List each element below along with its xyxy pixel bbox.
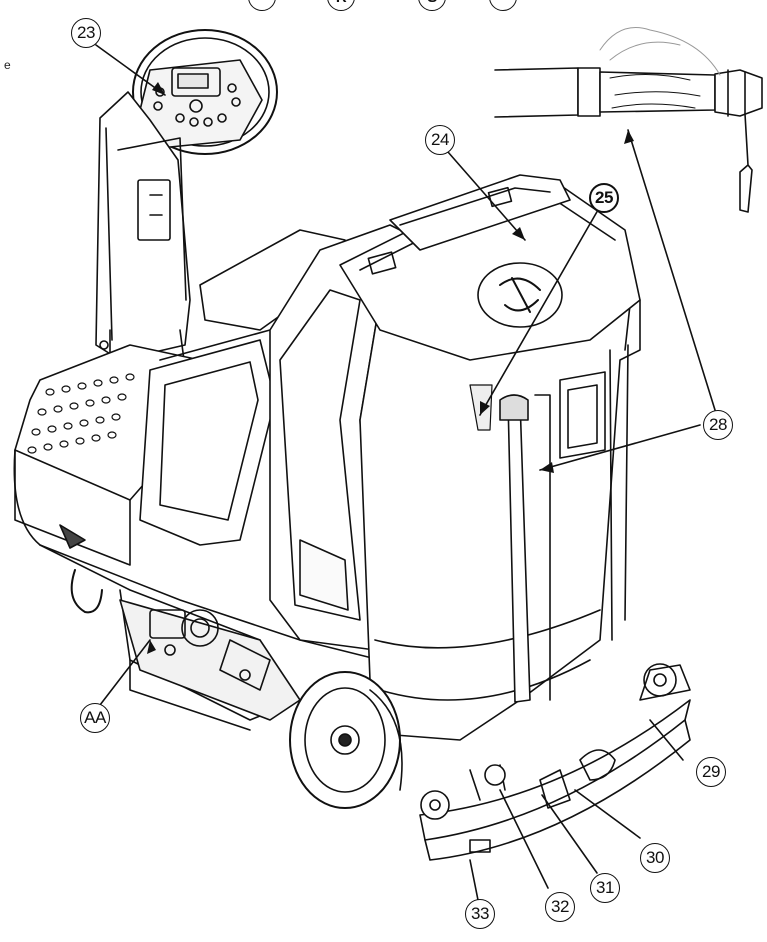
deck-hole [43, 443, 53, 451]
callout-33: 33 [465, 899, 495, 929]
leader-AA [99, 639, 151, 706]
deck-hole [109, 376, 119, 384]
deck-hole [59, 440, 69, 448]
callout-29: 29 [696, 757, 726, 787]
rear-wheel [289, 671, 403, 809]
deck-hole [93, 379, 103, 387]
leader-32 [499, 789, 549, 889]
deck-hole [61, 385, 71, 393]
squeegee-assembly [419, 663, 691, 861]
deck-hole [101, 396, 111, 404]
drain-hose [469, 384, 551, 703]
deck-hole [77, 382, 87, 390]
deck-hole [27, 446, 37, 454]
deck-hole [79, 419, 89, 427]
callout-32: 32 [545, 892, 575, 922]
leader-29 [649, 719, 684, 761]
leader-lines [95, 44, 716, 901]
deck-hole [107, 431, 117, 439]
brush-deck-assembly [119, 599, 301, 721]
deck-hole [117, 393, 127, 401]
callout-28: 28 [703, 410, 733, 440]
leader-28-up [627, 129, 716, 411]
edge-text: e [4, 58, 11, 72]
deck-hole [111, 413, 121, 421]
deck-hole [63, 422, 73, 430]
tank-lid [339, 174, 641, 361]
arrowheads [147, 82, 634, 654]
leader-31 [541, 794, 598, 874]
deck-hole [95, 416, 105, 424]
leader-23 [95, 44, 166, 96]
tank-body [269, 224, 641, 741]
callout-24: 24 [425, 125, 455, 155]
deck-hole [37, 408, 47, 416]
leader-28-down [539, 424, 701, 471]
callout-31: 31 [590, 873, 620, 903]
deck-hole [47, 425, 57, 433]
leader-30 [574, 789, 641, 839]
deck-hole [91, 434, 101, 442]
deck-hole [85, 399, 95, 407]
deck-hole [31, 428, 41, 436]
leader-24 [447, 151, 526, 241]
callout-25: 25 [589, 183, 619, 213]
deck-hole [53, 405, 63, 413]
deck-hole [75, 437, 85, 445]
callout-30: 30 [640, 843, 670, 873]
leader-33 [469, 859, 479, 901]
deck-hole [69, 402, 79, 410]
seat [139, 229, 346, 546]
deck-hole [125, 373, 135, 381]
callout-AA: AA [80, 703, 110, 733]
callout-23: 23 [71, 18, 101, 48]
control-display [171, 67, 221, 97]
leader-25 [479, 209, 599, 416]
drain-hose-detail [494, 27, 763, 213]
deck-hole [45, 388, 55, 396]
